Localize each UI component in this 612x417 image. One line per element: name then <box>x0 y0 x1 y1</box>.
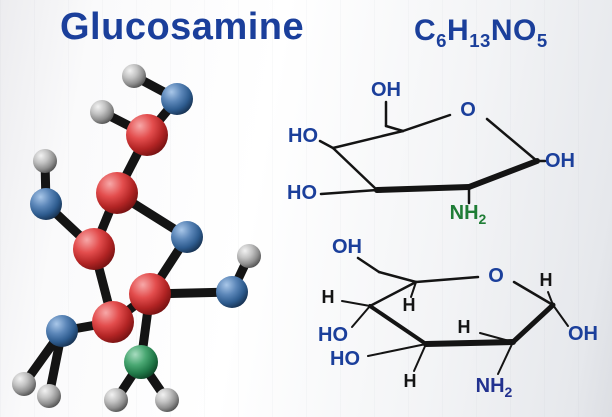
skeletal-bond <box>413 343 427 372</box>
page-title: Glucosamine <box>60 6 305 48</box>
atom-gray <box>12 372 36 396</box>
structure-label-ho: HO <box>318 324 348 346</box>
skeletal-bond <box>351 305 371 328</box>
structure-label-o: O <box>488 265 504 287</box>
formula-subscript: 5 <box>536 30 548 51</box>
structure-label-o: O <box>460 99 476 121</box>
structure-label-h: H <box>540 270 553 290</box>
skeletal-bond <box>341 300 371 307</box>
skeletal-bond <box>384 124 405 133</box>
structure-label-oh: OH <box>568 323 598 345</box>
structure-label-oh: OH <box>545 150 575 172</box>
atom-gray <box>90 100 114 124</box>
formula-subscript: 13 <box>469 30 491 51</box>
ball-and-stick-model <box>12 64 261 412</box>
skeletal-bond <box>377 270 418 284</box>
skeletal-bond <box>367 343 427 357</box>
atom-gray <box>122 64 146 88</box>
skeletal-bond <box>356 256 381 274</box>
skeletal-bond <box>401 113 452 133</box>
atom-green <box>124 345 158 379</box>
atom-blue <box>161 83 193 115</box>
structure-label-nh2: NH2 <box>476 375 513 400</box>
skeletal-bond <box>485 117 539 163</box>
formula-subscript: 6 <box>436 30 448 51</box>
skeletal-bond <box>479 332 514 343</box>
atom-red <box>129 273 171 315</box>
structure-label-nh2: NH2 <box>450 202 487 227</box>
atom-red <box>96 172 138 214</box>
skeletal-bond <box>552 304 569 327</box>
formula-element: O <box>513 14 537 47</box>
atom-blue <box>216 276 248 308</box>
atom-gray <box>37 384 61 408</box>
skeletal-bond <box>512 280 555 307</box>
skeletal-bond <box>510 302 556 345</box>
structure-label-h: H <box>322 287 335 307</box>
atom-gray <box>237 244 261 268</box>
skeletal-bond <box>368 304 428 346</box>
atom-red <box>126 114 168 156</box>
skeletal-bond <box>319 188 379 196</box>
atom-red <box>73 228 115 270</box>
skeletal-bond <box>331 129 405 150</box>
skeletal-bond <box>547 291 554 306</box>
formula-element: H <box>447 14 470 47</box>
skeletal-bond <box>331 146 379 192</box>
chemical-formula: C6H13NO5 <box>414 14 548 52</box>
atom-gray <box>33 149 57 173</box>
skeletal-bond <box>414 275 480 284</box>
skeletal-bond <box>466 158 540 190</box>
atom-blue <box>46 315 78 347</box>
haworth-projection: OH HO HO O OH NH2 <box>287 79 575 227</box>
formula-element: N <box>490 14 514 47</box>
atom-blue <box>171 221 203 253</box>
atom-blue <box>30 188 62 220</box>
structure-label-h: H <box>458 317 471 337</box>
structure-label-ho: HO <box>330 348 360 370</box>
structure-label-oh: OH <box>371 79 401 101</box>
structure-label-h: H <box>403 295 416 315</box>
formula-element: C <box>414 14 437 47</box>
skeletal-bond <box>410 281 417 298</box>
atom-red <box>92 301 134 343</box>
structure-label-ho: HO <box>288 125 318 147</box>
structure-label-oh: OH <box>332 236 362 258</box>
atom-gray <box>104 388 128 412</box>
skeletal-bond <box>368 280 418 308</box>
skeletal-bond <box>318 139 335 150</box>
skeletal-bond <box>374 184 472 193</box>
structure-label-h: H <box>404 371 417 391</box>
skeletal-bond <box>497 341 514 375</box>
skeletal-bond <box>423 339 516 347</box>
atom-gray <box>155 388 179 412</box>
structure-label-ho: HO <box>287 182 317 204</box>
